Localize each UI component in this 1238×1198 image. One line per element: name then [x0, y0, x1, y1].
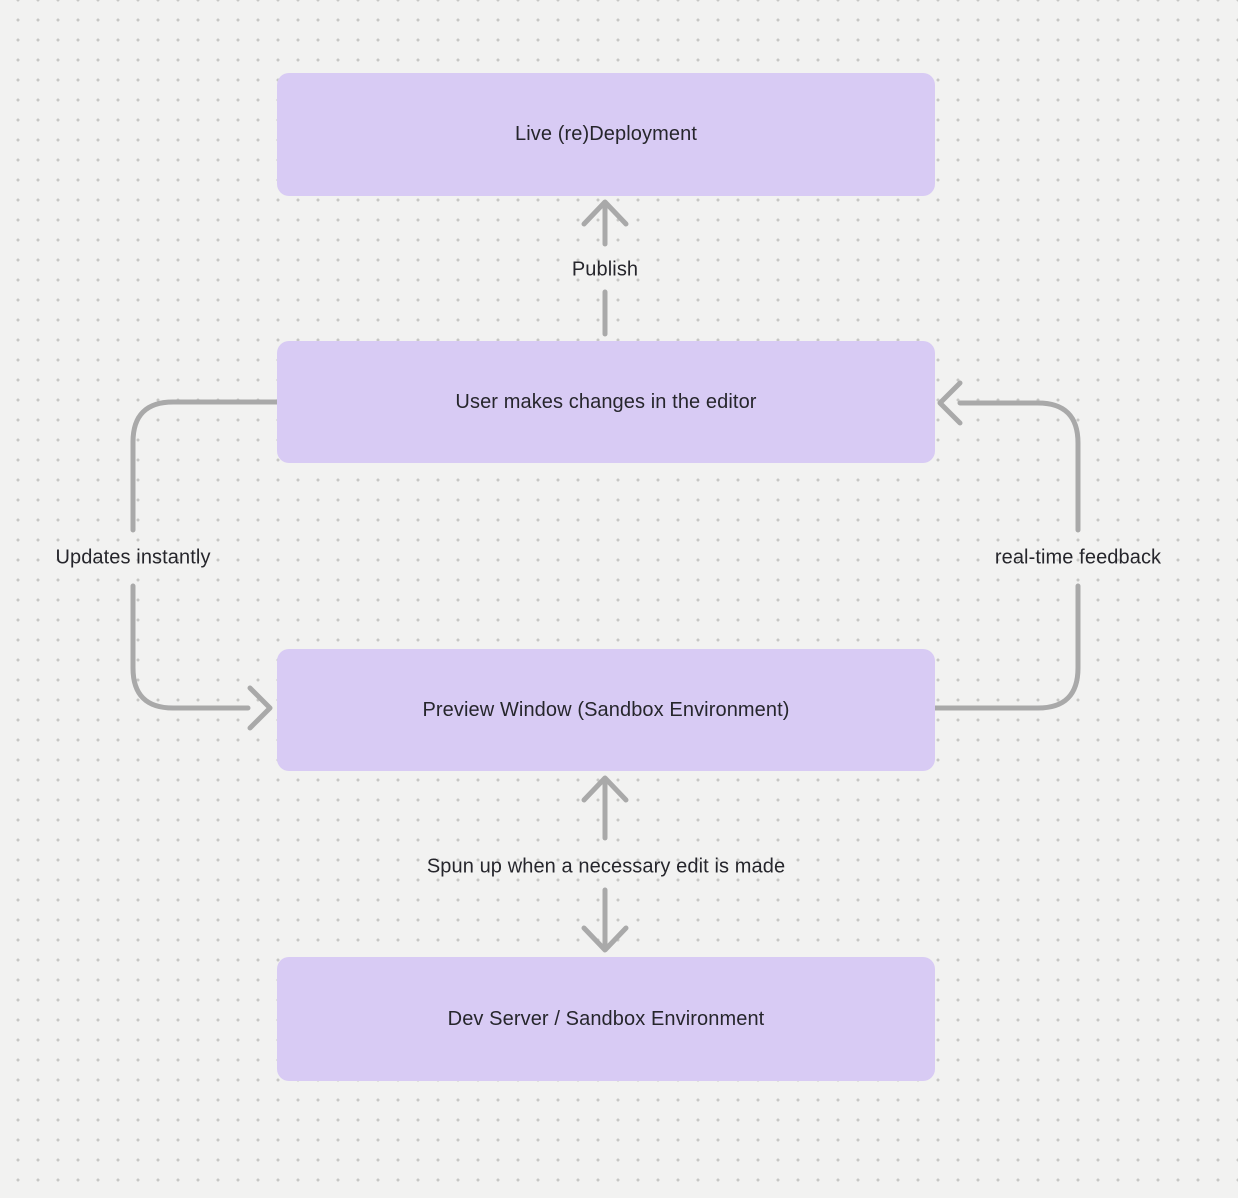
spun-up-arrow: [581, 775, 629, 953]
feedback-connector-upper-segment: [957, 400, 1081, 533]
node-preview-window[interactable]: Preview Window (Sandbox Environment): [277, 649, 935, 771]
feedback-connector-lower-segment: [932, 583, 1081, 711]
node-dev-server[interactable]: Dev Server / Sandbox Environment: [277, 957, 935, 1081]
node-label: Dev Server / Sandbox Environment: [447, 1007, 765, 1030]
updates-connector-upper-segment: [130, 399, 280, 533]
edge-label-updates-instantly: Updates instantly: [55, 546, 211, 569]
node-label: User makes changes in the editor: [455, 390, 757, 413]
arrowhead-up-icon: [581, 199, 629, 227]
node-label: Preview Window (Sandbox Environment): [422, 698, 790, 721]
updates-instantly-connector: [130, 399, 280, 731]
edge-label-real-time-feedback: real-time feedback: [994, 546, 1162, 569]
publish-arrow: [581, 199, 629, 337]
node-label: Live (re)Deployment: [515, 123, 697, 145]
updates-connector-lower-segment: [130, 583, 251, 711]
arrowhead-down-icon: [581, 925, 629, 953]
node-live-deployment[interactable]: Live (re)Deployment: [277, 73, 935, 196]
arrowhead-left-icon: [937, 380, 963, 426]
edge-label-spun-up: Spun up when a necessary edit is made: [426, 855, 786, 878]
arrowhead-up-icon: [581, 775, 629, 803]
realtime-feedback-connector: [932, 380, 1081, 711]
node-editor-changes[interactable]: User makes changes in the editor: [277, 341, 935, 463]
edge-label-publish: Publish: [571, 258, 639, 281]
arrowhead-right-icon: [247, 685, 273, 731]
